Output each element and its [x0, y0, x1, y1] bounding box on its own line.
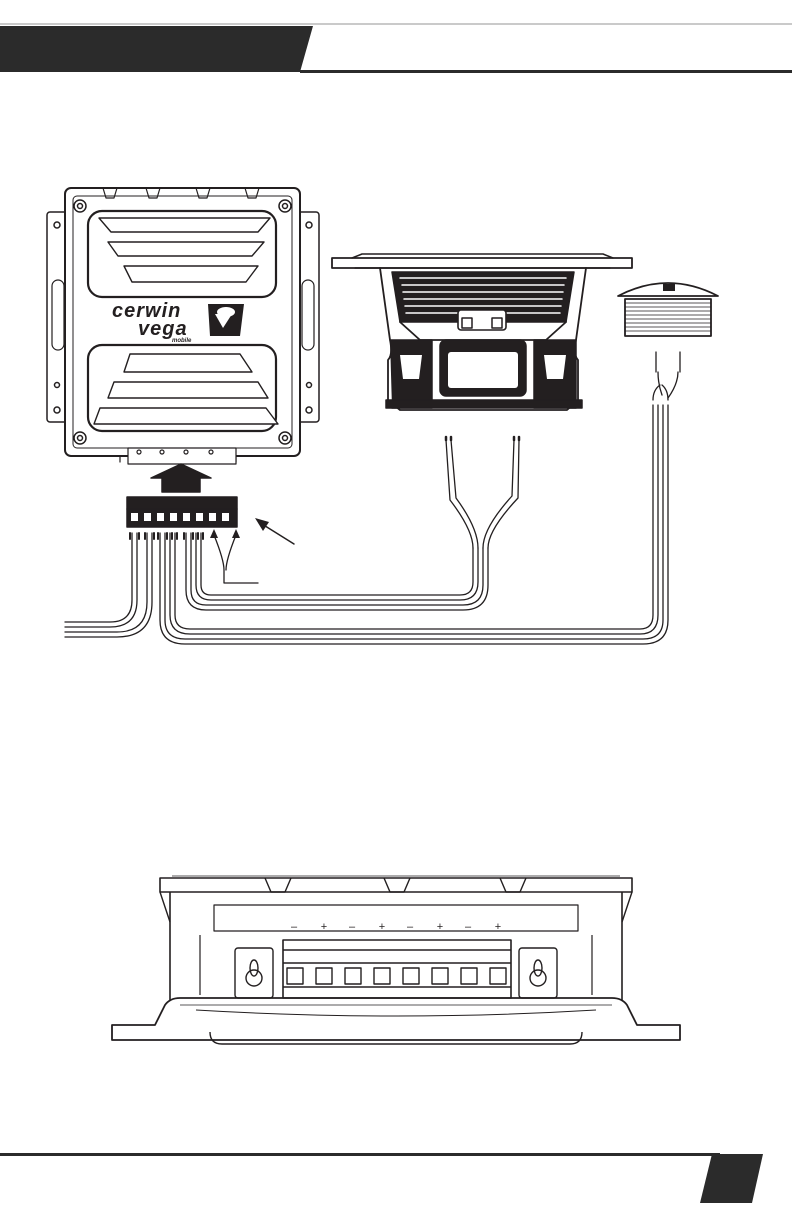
input-wires [65, 533, 154, 637]
arrow-up-icon [151, 464, 211, 492]
polarity-1: – [291, 921, 298, 933]
arrow-pointer-icon [255, 518, 294, 544]
header-graphic [0, 0, 792, 80]
page-header [0, 0, 792, 80]
end-view-clips [265, 878, 526, 892]
page-footer [0, 1140, 792, 1222]
woofer-speaker [332, 254, 632, 410]
polarity-6: + [437, 921, 443, 933]
right-adjust-knob [519, 948, 557, 998]
logo-line2: vega [138, 318, 188, 340]
amplifier-connector-strip [117, 448, 252, 464]
tweeter-speaker [618, 283, 718, 336]
polarity-2: + [321, 921, 327, 933]
header-tab [0, 26, 313, 72]
terminal-plug [127, 497, 237, 527]
left-adjust-knob [235, 948, 273, 998]
footer-graphic [0, 1140, 792, 1222]
header-rule [300, 70, 792, 73]
amplifier-end-view: – + – + – + – + [0, 868, 792, 1050]
polarity-8: + [495, 921, 501, 933]
polarity-3: – [349, 921, 356, 933]
footer-page-tab [700, 1154, 763, 1203]
polarity-4: + [379, 921, 385, 933]
footer-rule [0, 1153, 720, 1156]
wiring-diagram: cerwin vega mobile [0, 180, 792, 650]
logo-line3: mobile [172, 338, 192, 344]
end-view-terminal-block [283, 940, 511, 998]
end-view-base [112, 998, 680, 1044]
polarity-7: – [465, 921, 472, 933]
amplifier: cerwin vega mobile [47, 188, 319, 464]
polarity-5: – [407, 921, 414, 933]
jumper-wire [210, 529, 258, 583]
